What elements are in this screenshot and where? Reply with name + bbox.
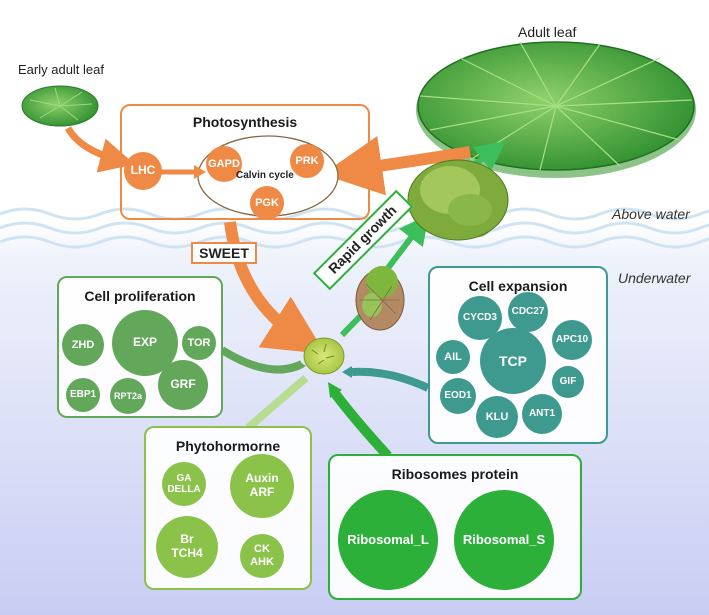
pgk-label: PGK: [255, 196, 279, 209]
tcp-node: TCP: [480, 328, 546, 394]
gapd-label: GAPD: [208, 157, 240, 170]
zhd-label: ZHD: [71, 338, 95, 351]
ebp1-node: EBP1: [66, 378, 100, 412]
ahk-label: AHK: [250, 556, 274, 568]
photosynthesis-title: Photosynthesis: [192, 114, 298, 130]
ant1-label: ANT1: [528, 408, 556, 420]
arrowhead-lhc: [194, 165, 206, 179]
pgk-node: PGK: [250, 186, 284, 220]
arrowhead-proliferation: [298, 362, 306, 370]
arrow-proliferation-to-seedling: [219, 346, 304, 374]
adult-leaf-label: Adult leaf: [518, 24, 577, 40]
arrow-early-leaf-to-photosynthesis: [64, 126, 135, 173]
cycd3-label: CYCD3: [463, 312, 497, 324]
above-water-label: Above water: [612, 206, 690, 222]
phytohormone-title: Phytohormorne: [175, 438, 281, 454]
ga-label: GA: [176, 472, 192, 484]
seedling-image: [303, 337, 345, 375]
grf-label: GRF: [170, 377, 196, 392]
gif-label: GIF: [559, 376, 577, 388]
tch4-label: TCH4: [171, 546, 203, 560]
klu-node: KLU: [476, 396, 518, 438]
tor-label: TOR: [187, 336, 211, 349]
apc10-node: APC10: [552, 320, 592, 360]
exp-label: EXP: [132, 335, 157, 350]
gapd-node: GAPD: [206, 146, 242, 182]
della-label: DELLA: [167, 484, 201, 495]
ga-della-node: GA DELLA: [162, 462, 206, 506]
arrow-ribosomes-to-seedling: [330, 388, 392, 460]
rpt2a-label: RPT2a: [113, 390, 142, 401]
rosette-plant-image: [407, 159, 509, 241]
apc10-label: APC10: [555, 334, 589, 346]
br-tch4-node: Br TCH4: [156, 516, 218, 578]
lhc-label: LHC: [130, 163, 156, 178]
br-label: Br: [180, 532, 194, 547]
auxin-label: Auxin: [245, 471, 279, 486]
klu-label: KLU: [485, 410, 509, 423]
early-adult-leaf-label: Early adult leaf: [18, 62, 104, 77]
ribosomal-s-node: Ribosomal_S: [454, 490, 554, 590]
calvin-cycle-label: Calvin cycle: [236, 170, 294, 181]
exp-node: EXP: [112, 310, 178, 376]
rpt2a-node: RPT2a: [110, 378, 146, 414]
ail-node: AIL: [436, 340, 470, 374]
arrow-young-plant-to-rosette: [385, 214, 430, 270]
cdc27-label: CDC27: [511, 306, 545, 318]
ebp1-label: EBP1: [69, 389, 97, 401]
early-adult-leaf-image: [21, 85, 99, 127]
eod1-label: EOD1: [444, 390, 472, 402]
grf-node: GRF: [158, 360, 208, 410]
auxin-arf-node: Auxin ARF: [230, 454, 294, 518]
underwater-label: Underwater: [618, 270, 691, 286]
prk-node: PRK: [290, 144, 324, 178]
ribosomes-protein-title: Ribosomes protein: [391, 466, 519, 482]
zhd-node: ZHD: [62, 324, 104, 366]
arrow-sweet-to-seedling: [224, 221, 326, 355]
sweet-label: SWEET: [191, 242, 257, 264]
photosynthesis-box: Photosynthesis: [120, 104, 370, 220]
prk-label: PRK: [295, 154, 319, 167]
ail-label: AIL: [444, 350, 462, 363]
tcp-label: TCP: [499, 352, 527, 369]
young-plant-image: [355, 266, 405, 331]
cell-proliferation-title: Cell proliferation: [84, 288, 196, 304]
ck-label: CK: [254, 543, 270, 556]
gif-node: GIF: [552, 366, 584, 398]
ribosomal-s-label: Ribosomal_S: [462, 531, 546, 547]
ribosomal-l-label: Ribosomal_L: [347, 531, 429, 547]
arf-label: ARF: [249, 485, 275, 499]
cell-expansion-title: Cell expansion: [468, 278, 568, 294]
arrowhead-expansion: [342, 366, 352, 378]
arrow-phytohormone-to-seedling: [245, 374, 309, 432]
arrowhead-ribosomes: [328, 382, 342, 398]
ant1-node: ANT1: [522, 394, 562, 434]
ck-ahk-node: CK AHK: [240, 534, 284, 578]
cdc27-node: CDC27: [508, 292, 548, 332]
ribosomal-l-node: Ribosomal_L: [338, 490, 438, 590]
tor-node: TOR: [182, 326, 216, 360]
arrow-adult-leaf-to-photosynthesis: [322, 135, 471, 196]
arrow-expansion-to-seedling: [351, 367, 430, 392]
lhc-node: LHC: [124, 152, 162, 190]
eod1-node: EOD1: [440, 378, 476, 414]
